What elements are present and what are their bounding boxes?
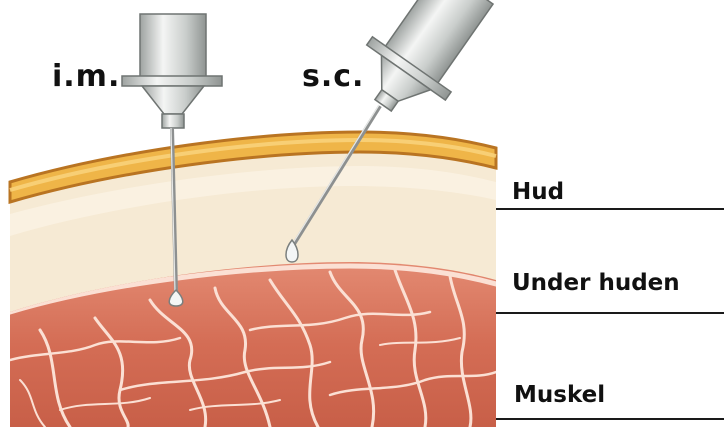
skin-divider-line — [496, 208, 724, 210]
muscle-divider-line — [496, 418, 724, 420]
im-label: i.m. — [52, 62, 120, 92]
subcutaneous-divider-line — [496, 312, 724, 314]
skin-layer-label: Hud — [512, 181, 564, 204]
muscle-layer-label: Muskel — [514, 384, 605, 407]
subcutaneous-layer-label: Under huden — [512, 272, 680, 295]
sc-label: s.c. — [302, 62, 364, 92]
